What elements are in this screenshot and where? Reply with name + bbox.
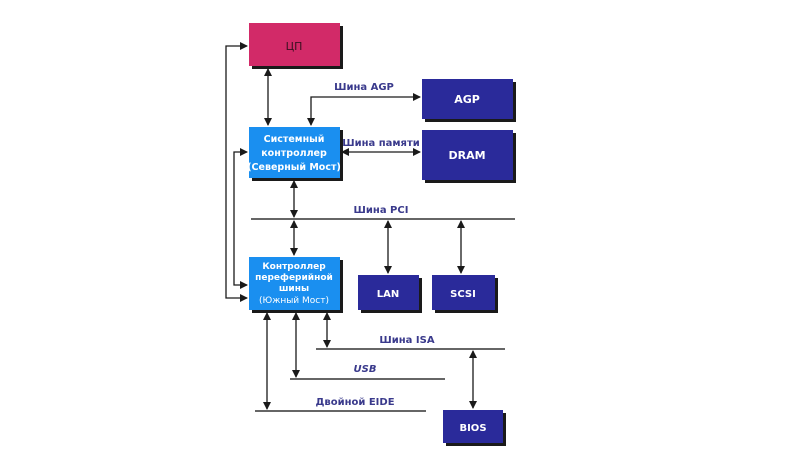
usb-bus-label: USB <box>354 364 377 375</box>
agp-bus-label: Шина AGP <box>334 82 394 93</box>
agp-block: AGP <box>422 79 516 122</box>
scsi-label: SCSI <box>450 289 476 300</box>
bios-block: BIOS <box>443 410 506 446</box>
southbridge-line-1: Контроллер <box>262 262 326 272</box>
lan-block: LAN <box>358 275 422 313</box>
dram-label: DRAM <box>448 149 485 162</box>
agp-bus-arrow <box>307 93 421 126</box>
memory-bus-label: Шина памяти <box>342 138 420 149</box>
southbridge-northbridge-link <box>233 148 248 289</box>
eide-bus-label: Двойной EIDE <box>315 397 394 408</box>
agp-label: AGP <box>454 93 480 106</box>
pci-bus-label: Шина PCI <box>354 205 409 216</box>
northbridge-line-3: (Северный Мост) <box>247 162 341 173</box>
isa-bus-label: Шина ISA <box>379 335 434 346</box>
dram-block: DRAM <box>422 130 516 183</box>
lan-label: LAN <box>377 289 399 300</box>
northbridge-line-1: Системный <box>264 134 325 145</box>
southbridge-block: Контроллер переферийной шины (Южный Мост… <box>249 257 343 313</box>
southbridge-line-4: (Южный Мост) <box>259 296 329 306</box>
cpu-block: ЦП <box>249 23 343 69</box>
southbridge-cpu-link <box>225 42 248 302</box>
northbridge-block: Системный контроллер (Северный Мост) <box>247 127 343 181</box>
southbridge-line-3: шины <box>279 284 309 294</box>
scsi-block: SCSI <box>432 275 498 313</box>
bios-label: BIOS <box>459 423 486 434</box>
cpu-label: ЦП <box>286 40 303 53</box>
northbridge-line-2: контроллер <box>261 148 327 159</box>
southbridge-line-2: переферийной <box>255 273 333 283</box>
connectors <box>225 42 477 410</box>
